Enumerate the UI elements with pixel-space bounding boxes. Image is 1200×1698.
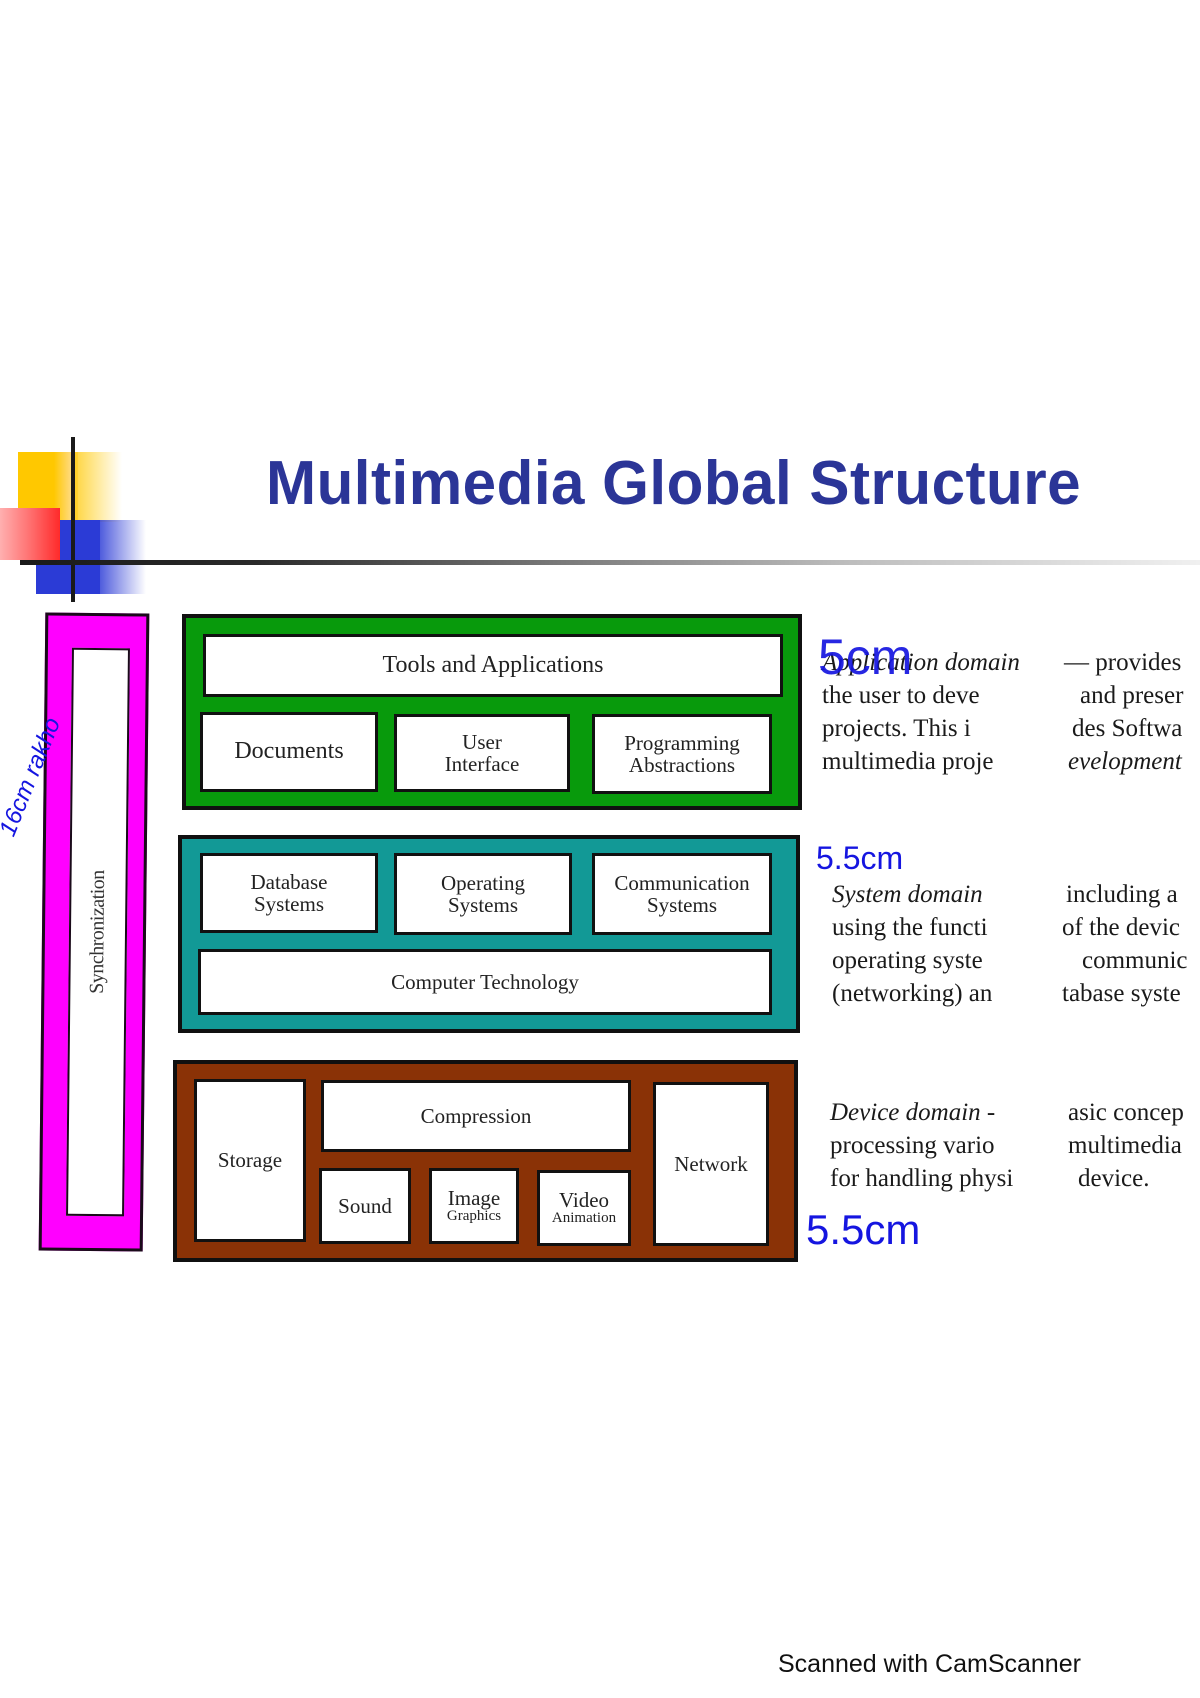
logo-vertical-line [71, 437, 75, 602]
system-note-line: of the devic [1062, 914, 1181, 941]
device-note-line: asic concep [1068, 1099, 1184, 1126]
tools-and-applications-box: Tools and Applications [203, 634, 783, 697]
image-graphics-box: Image Graphics [429, 1168, 519, 1244]
programming-abstractions-label-line1: Programming [624, 730, 740, 755]
annotation-app-height: 5cm [818, 629, 913, 685]
device-note-right: asic concep multimedia device. [1068, 1096, 1184, 1195]
system-note-line: operating syste [832, 947, 983, 974]
network-box: Network [653, 1082, 769, 1246]
animation-label: Animation [551, 1210, 617, 1227]
programming-abstractions-label-line2: Abstractions [628, 753, 736, 777]
synchronization-bar: Synchronization [38, 612, 150, 1252]
operating-systems-box: Operating Systems [394, 853, 572, 935]
storage-label: Storage [217, 1148, 283, 1173]
title-underline [20, 560, 1200, 565]
annotation-dev-height: 5.5cm [806, 1206, 921, 1253]
storage-box: Storage [194, 1079, 306, 1242]
device-note-left: Device domain - processing vario for han… [830, 1096, 1013, 1195]
operating-systems-label-line2: Systems [447, 893, 518, 917]
database-systems-label-line1: Database [250, 869, 328, 894]
application-note-line: — provides [1064, 649, 1182, 676]
application-note-line: the user to deve [822, 682, 980, 709]
operating-systems-label-line1: Operating [441, 870, 525, 895]
system-note-left: System domain using the functi operating… [832, 878, 992, 1010]
documents-label: Documents [234, 738, 344, 765]
system-note-line: communic [1082, 947, 1188, 974]
application-note-line: des Softwa [1072, 715, 1183, 742]
device-note-line: multimedia [1068, 1132, 1182, 1159]
application-note-line: projects. This i [822, 715, 971, 742]
application-note-line: and preser [1080, 682, 1184, 709]
application-note-line: multimedia proje [822, 748, 994, 775]
device-layer: Storage Compression Sound Image Graphics… [173, 1060, 798, 1262]
communication-systems-label-line2: Systems [646, 893, 717, 917]
annotation-sys-height: 5.5cm [816, 840, 904, 876]
documents-box: Documents [200, 712, 378, 792]
system-note-line: including a [1066, 881, 1178, 908]
database-systems-label-line2: Systems [253, 892, 324, 916]
system-note-line: using the functi [832, 914, 988, 941]
page-title: Multimedia Global Structure [266, 449, 1082, 518]
communication-systems-label-line1: Communication [614, 870, 750, 895]
application-layer: Tools and Applications Documents User In… [182, 614, 802, 810]
application-note-line: evelopment [1068, 748, 1182, 775]
database-systems-box: Database Systems [200, 853, 378, 933]
video-animation-box: Video Animation [537, 1170, 631, 1246]
application-note-right: — provides and preser des Softwa evelopm… [1064, 646, 1183, 778]
compression-box: Compression [321, 1080, 631, 1152]
image-label: Image [447, 1186, 501, 1211]
graphics-label: Graphics [446, 1208, 502, 1225]
sound-box: Sound [319, 1168, 411, 1244]
compression-label: Compression [420, 1103, 532, 1128]
system-note-line: System domain [832, 881, 983, 908]
device-note-line: device. [1078, 1165, 1150, 1192]
sound-label: Sound [338, 1193, 392, 1218]
synchronization-inner: Synchronization [66, 647, 130, 1217]
application-note-left: Application domain the user to deve proj… [822, 646, 1020, 778]
user-interface-label-line2: Interface [444, 752, 520, 776]
system-note-line: (networking) an [832, 980, 993, 1007]
user-interface-label-line1: User [462, 729, 502, 754]
scanner-watermark: Scanned with CamScanner [778, 1650, 1081, 1678]
computer-technology-label: Computer Technology [391, 969, 579, 994]
device-note-line: for handling physi [830, 1165, 1014, 1192]
synchronization-label: Synchronization [85, 870, 110, 994]
computer-technology-box: Computer Technology [198, 949, 772, 1015]
programming-abstractions-box: Programming Abstractions [592, 714, 772, 794]
user-interface-box: User Interface [394, 714, 570, 792]
device-note-line: processing vario [830, 1132, 995, 1159]
device-note-line: Device domain - [830, 1099, 996, 1126]
system-note-line: tabase syste [1062, 980, 1181, 1007]
logo-blue-fade [96, 520, 146, 594]
application-note-line: Application domain [822, 649, 1020, 676]
logo-red-square [0, 508, 60, 560]
logo-yellow-fade [72, 452, 122, 522]
tools-and-applications-label: Tools and Applications [382, 651, 604, 678]
network-label: Network [674, 1151, 748, 1176]
communication-systems-box: Communication Systems [592, 853, 772, 935]
system-note-right: including a of the devic communic tabase… [1062, 878, 1188, 1010]
system-layer: Database Systems Operating Systems Commu… [178, 835, 800, 1033]
video-label: Video [558, 1188, 610, 1213]
